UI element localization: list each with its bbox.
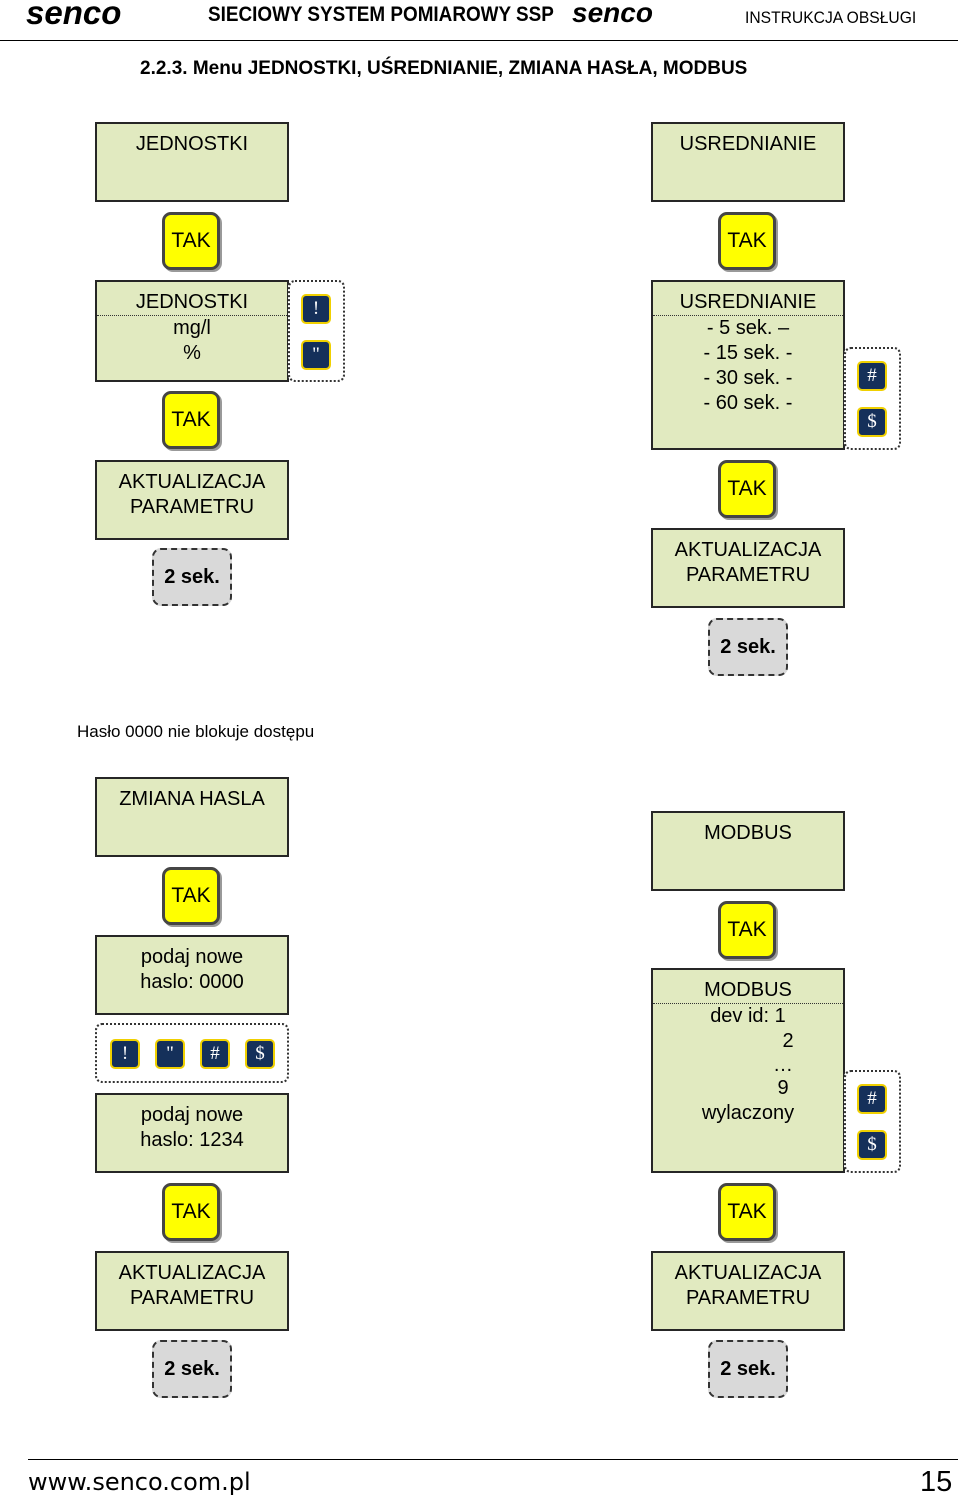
update-label-line2: PARAMETRU — [685, 1287, 811, 1309]
jednostki-tak-button-2[interactable]: TAK — [162, 391, 220, 449]
jednostki-select-screen: JEDNOSTKI mg/l % — [95, 280, 289, 382]
footer-url[interactable]: www.senco.com.pl — [28, 1468, 251, 1496]
modbus-devid-9: 9 — [777, 1077, 789, 1099]
update-label-line2: PARAMETRU — [685, 564, 811, 586]
usrednianie-2sek-indicator: 2 sek. — [708, 618, 788, 676]
modbus-devid-line: dev id: 1 — [710, 1005, 786, 1027]
right-arrow-key[interactable]: $ — [857, 407, 887, 437]
jednostki-option-mgl: mg/l — [173, 317, 211, 339]
page-number: 15 — [920, 1466, 953, 1498]
modbus-devid-2: 2 — [782, 1030, 794, 1052]
usrednianie-option-5: - 5 sek. – — [706, 317, 790, 339]
jednostki-menu-label: JEDNOSTKI — [135, 133, 249, 155]
footer-divider — [28, 1459, 958, 1460]
haslo-menu-label: ZMIANA HASLA — [119, 788, 265, 810]
modbus-tak-button-1[interactable]: TAK — [718, 901, 776, 959]
usrednianie-option-15: - 15 sek. - — [703, 342, 793, 364]
jednostki-nav-keys: ! " — [288, 280, 345, 382]
jednostki-select-title: JEDNOSTKI — [97, 290, 287, 316]
modbus-select-screen: MODBUS dev id: 1 2 … 9 wylaczony — [651, 968, 845, 1173]
update-label-line1: AKTUALIZACJA — [118, 1262, 266, 1284]
update-label-line1: AKTUALIZACJA — [674, 1262, 822, 1284]
jednostki-menu-screen: JEDNOSTKI — [95, 122, 289, 202]
haslo-prompt1-line1: podaj nowe — [140, 946, 244, 968]
haslo-prompt-screen-1: podaj nowe haslo: 0000 — [95, 935, 289, 1015]
update-label-line2: PARAMETRU — [129, 496, 255, 518]
haslo-prompt-screen-2: podaj nowe haslo: 1234 — [95, 1093, 289, 1173]
usrednianie-menu-label: USREDNIANIE — [679, 133, 817, 155]
modbus-2sek-indicator: 2 sek. — [708, 1340, 788, 1398]
modbus-menu-screen: MODBUS — [651, 811, 845, 891]
down-arrow-key[interactable]: " — [155, 1039, 185, 1069]
jednostki-option-percent: % — [183, 342, 201, 364]
update-label-line1: AKTUALIZACJA — [118, 471, 266, 493]
usrednianie-tak-button-2[interactable]: TAK — [718, 460, 776, 518]
header-divider — [0, 40, 958, 41]
haslo-2sek-indicator: 2 sek. — [152, 1340, 232, 1398]
usrednianie-select-title: USREDNIANIE — [653, 290, 843, 316]
up-arrow-key[interactable]: ! — [110, 1039, 140, 1069]
header-logo-mid: senco — [572, 0, 653, 28]
haslo-prompt2-line2: haslo: 1234 — [140, 1129, 244, 1151]
usrednianie-tak-button-1[interactable]: TAK — [718, 212, 776, 270]
usrednianie-menu-screen: USREDNIANIE — [651, 122, 845, 202]
haslo-prompt1-line2: haslo: 0000 — [140, 971, 244, 993]
usrednianie-select-screen: USREDNIANIE - 5 sek. – - 15 sek. - - 30 … — [651, 280, 845, 450]
jednostki-update-screen: AKTUALIZACJA PARAMETRU — [95, 460, 289, 540]
usrednianie-option-30: - 30 sek. - — [703, 367, 793, 389]
usrednianie-update-screen: AKTUALIZACJA PARAMETRU — [651, 528, 845, 608]
haslo-prompt2-line1: podaj nowe — [140, 1104, 244, 1126]
modbus-select-title: MODBUS — [653, 978, 843, 1004]
left-arrow-key[interactable]: # — [200, 1039, 230, 1069]
section-title: 2.2.3. Menu JEDNOSTKI, UŚREDNIANIE, ZMIA… — [140, 58, 748, 79]
haslo-menu-screen: ZMIANA HASLA — [95, 777, 289, 857]
haslo-tak-button-2[interactable]: TAK — [162, 1183, 220, 1241]
haslo-tak-button-1[interactable]: TAK — [162, 867, 220, 925]
left-arrow-key[interactable]: # — [857, 361, 887, 391]
password-note: Hasło 0000 nie blokuje dostępu — [77, 722, 315, 741]
modbus-nav-keys: # $ — [844, 1070, 901, 1173]
right-arrow-key[interactable]: $ — [857, 1130, 887, 1160]
modbus-update-screen: AKTUALIZACJA PARAMETRU — [651, 1251, 845, 1331]
modbus-menu-label: MODBUS — [704, 822, 792, 844]
usrednianie-option-60: - 60 sek. - — [703, 392, 793, 414]
modbus-disabled-option: wylaczony — [701, 1102, 795, 1124]
header-logo-left: senco — [26, 0, 122, 31]
modbus-tak-button-2[interactable]: TAK — [718, 1183, 776, 1241]
modbus-devid-ellipsis: … — [773, 1054, 793, 1076]
jednostki-tak-button-1[interactable]: TAK — [162, 212, 220, 270]
right-arrow-key[interactable]: $ — [245, 1039, 275, 1069]
haslo-update-screen: AKTUALIZACJA PARAMETRU — [95, 1251, 289, 1331]
header-title: SIECIOWY SYSTEM POMIAROWY SSP — [208, 3, 554, 26]
down-arrow-key[interactable]: " — [301, 340, 331, 370]
up-arrow-key[interactable]: ! — [301, 294, 331, 324]
update-label-line2: PARAMETRU — [129, 1287, 255, 1309]
header-right-label: INSTRUKCJA OBSŁUGI — [745, 8, 917, 27]
haslo-nav-keys: ! " # $ — [95, 1023, 289, 1083]
update-label-line1: AKTUALIZACJA — [674, 539, 822, 561]
jednostki-2sek-indicator: 2 sek. — [152, 548, 232, 606]
usrednianie-nav-keys: # $ — [844, 347, 901, 450]
left-arrow-key[interactable]: # — [857, 1084, 887, 1114]
